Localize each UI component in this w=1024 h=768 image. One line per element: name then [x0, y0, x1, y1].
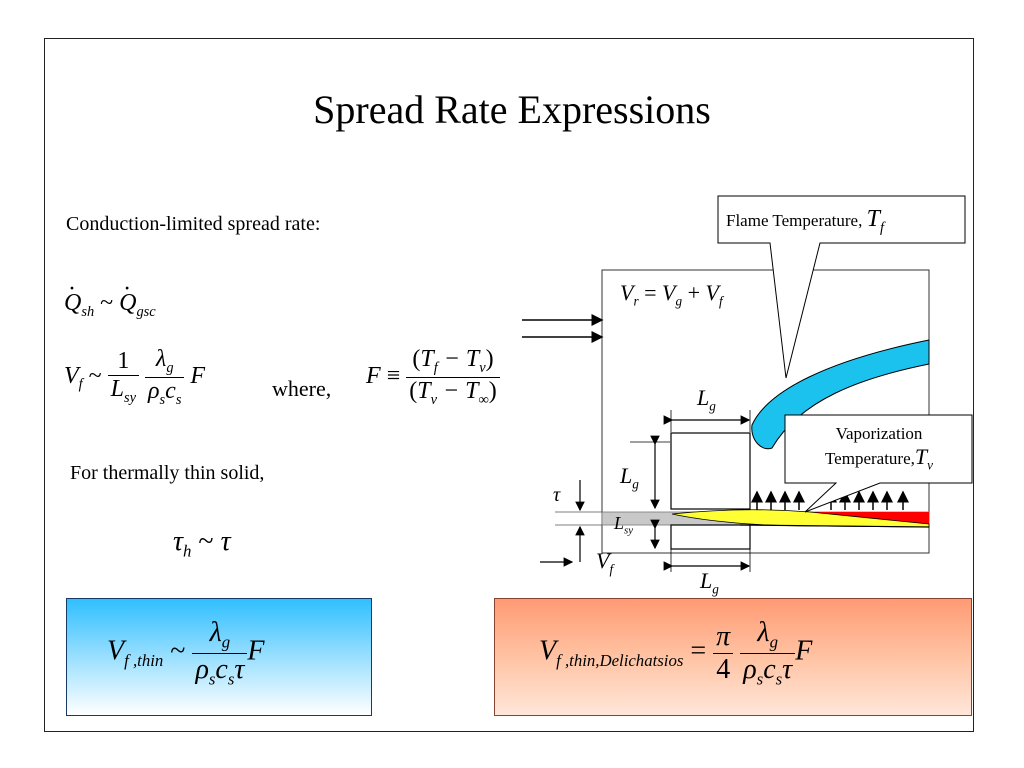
velocity-relation: Vr = Vg + Vf	[620, 280, 723, 309]
lg-top-label: Lg	[697, 385, 716, 414]
solid-control-volume	[670, 524, 751, 550]
lg-side-label: Lg	[620, 463, 639, 492]
gas-control-volume	[670, 432, 751, 510]
vaporization-callout-text: Vaporization Temperature,Tv	[824, 424, 933, 473]
domain-box	[601, 269, 930, 554]
slide-frame	[44, 38, 974, 732]
lg-bottom-label: Lg	[700, 568, 719, 597]
slide-title: Spread Rate Expressions	[313, 87, 711, 132]
vaporization-callout	[784, 414, 973, 513]
conduction-label: Conduction-limited spread rate:	[66, 213, 321, 235]
flame-shape	[751, 339, 930, 450]
thin-solid-label: For thermally thin solid,	[70, 462, 265, 484]
heat-balance-equation: Q·sh ~ Q·gsc	[64, 276, 156, 320]
tau-label: τ	[553, 484, 561, 506]
flame-callout	[717, 195, 966, 379]
flame-callout-text: Flame Temperature, Tf	[726, 206, 884, 236]
lsy-label: Lsy	[614, 513, 634, 537]
f-definition-equation: F ≡ (Tf − Tv)(Tv − T∞)	[366, 346, 500, 409]
preheat-zone	[671, 509, 930, 528]
where-label: where,	[272, 376, 332, 401]
vf-label: Vf	[596, 548, 614, 577]
thin-depth-equation: τh ~ τ	[173, 526, 231, 561]
